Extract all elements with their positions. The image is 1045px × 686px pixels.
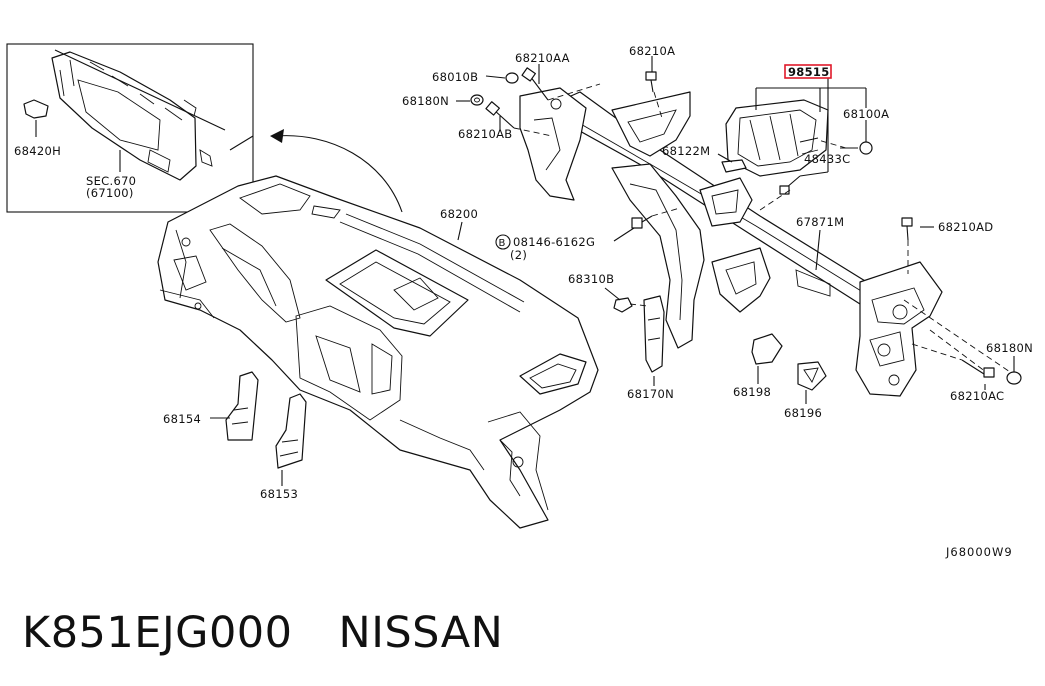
label-68154: 68154 (163, 412, 201, 426)
label-68196: 68196 (784, 406, 822, 420)
instrument-panel-68200 (157, 175, 599, 529)
label-sec-67100: (67100) (86, 186, 134, 200)
label-08146-qty: (2) (510, 248, 527, 262)
brand-name: NISSAN (338, 608, 504, 658)
bolt-48433C (779, 147, 858, 195)
part-labels: 68010B 68210AA 68210A 98515 68180N 68210… (163, 44, 1033, 559)
bolt-68210AA (521, 67, 549, 101)
label-sec-670: SEC.670 (86, 174, 136, 188)
nut-68310B (613, 297, 633, 313)
grommet-68180N-right (1006, 371, 1022, 385)
curved-arrow-icon (270, 129, 403, 213)
label-68210A: 68210A (629, 44, 675, 58)
label-68010B: 68010B (432, 70, 478, 84)
label-48433C: 48433C (804, 152, 850, 166)
label-68180N-right: 68180N (986, 341, 1033, 355)
clip-68122M (721, 159, 747, 173)
highlight-box (784, 64, 832, 79)
clip-68196 (797, 361, 827, 391)
label-68210AC: 68210AC (950, 389, 1004, 403)
steering-member-67871M (519, 87, 943, 397)
label-bolt-b: B (499, 238, 506, 249)
label-68210AA: 68210AA (515, 51, 570, 65)
label-68420H: 68420H (14, 144, 61, 158)
label-67871M: 67871M (796, 215, 844, 229)
label-68170N: 68170N (627, 387, 674, 401)
bolt-68210AC (961, 359, 995, 378)
part-number: K851EJG000 (22, 608, 293, 658)
bolt-68210A (645, 71, 657, 93)
bolt-circle-icon (495, 234, 511, 250)
bolt-08146-6162G (631, 215, 653, 229)
label-68180N-left: 68180N (402, 94, 449, 108)
bracket-68170N (643, 295, 665, 373)
bolt-68210AB (485, 101, 515, 129)
label-68200: 68200 (440, 207, 478, 221)
bolt-68210AD (901, 217, 913, 241)
label-68310B: 68310B (568, 272, 614, 286)
label-68153: 68153 (260, 487, 298, 501)
diagram-code: J68000W9 (945, 545, 1013, 559)
label-98515: 98515 (788, 65, 830, 79)
nut-68100A (859, 141, 873, 155)
label-08146-6162G: 08146-6162G (513, 235, 595, 249)
airbag-module-98515 (725, 99, 829, 177)
label-68122M: 68122M (662, 144, 710, 158)
label-68198: 68198 (733, 385, 771, 399)
bracket-68153 (275, 393, 307, 469)
clip-68010B (505, 72, 519, 84)
grommet-68180N-left (470, 94, 484, 106)
leader-lines (210, 56, 1015, 486)
parts-diagram: 68420H SEC.670 (67100) (6, 43, 1033, 559)
inset-detail: 68420H SEC.670 (67100) (6, 43, 254, 213)
clip-68198 (751, 333, 783, 365)
bracket-68154 (225, 371, 259, 441)
footer-caption: K851EJG000 NISSAN (22, 598, 503, 668)
label-68210AB: 68210AB (458, 127, 512, 141)
label-68100A: 68100A (843, 107, 889, 121)
label-68210AD: 68210AD (938, 220, 993, 234)
